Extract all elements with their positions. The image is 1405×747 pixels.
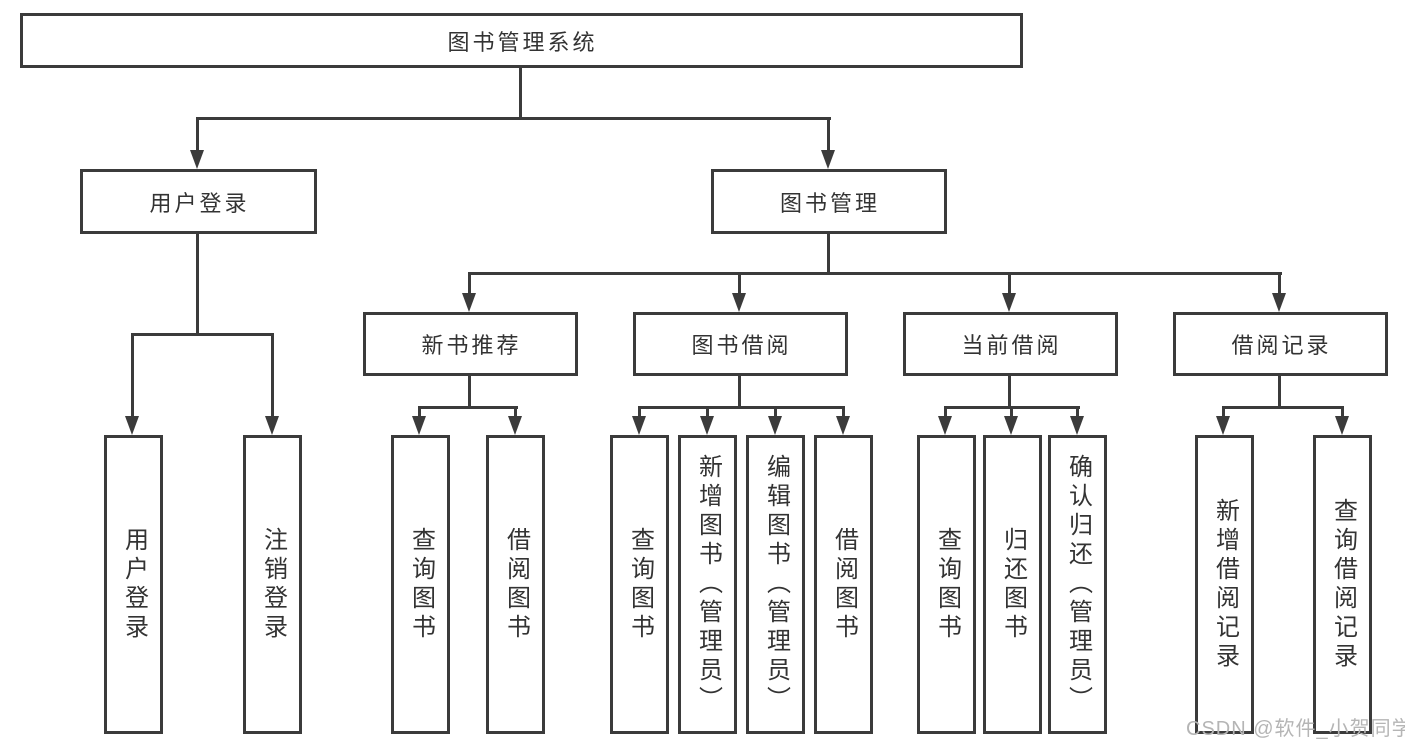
arrowhead-down bbox=[125, 416, 139, 435]
csdn-watermark: CSDN @软件_小贺同学 bbox=[1186, 718, 1405, 740]
node-label: 图书借阅 bbox=[691, 333, 792, 358]
connector-line bbox=[1278, 272, 1281, 294]
leaf-label: 查询图书 bbox=[626, 526, 654, 643]
leaf-return-book: 归还图书 bbox=[983, 435, 1042, 734]
node-current-borrow: 当前借阅 bbox=[903, 312, 1118, 376]
connector-line bbox=[1008, 376, 1011, 408]
arrowhead-down bbox=[768, 416, 782, 435]
arrowhead-down bbox=[1070, 416, 1084, 435]
node-label: 用户登录 bbox=[149, 190, 250, 216]
arrowhead-down bbox=[1216, 416, 1230, 435]
arrowhead-down bbox=[821, 150, 835, 169]
connector-line bbox=[131, 333, 274, 336]
leaf-edit-book-admin: 编辑图书（管理员） bbox=[746, 435, 805, 734]
arrowhead-down bbox=[732, 293, 746, 312]
leaf-current-query-books: 查询图书 bbox=[917, 435, 976, 734]
arrowhead-down bbox=[1002, 293, 1016, 312]
node-book-borrow: 图书借阅 bbox=[633, 312, 848, 376]
node-library-management-system: 图书管理系统 bbox=[20, 13, 1023, 68]
node-book-management: 图书管理 bbox=[711, 169, 947, 234]
arrowhead-down bbox=[265, 416, 279, 435]
node-new-book-recommend: 新书推荐 bbox=[363, 312, 578, 376]
leaf-confirm-return-admin: 确认归还（管理员） bbox=[1048, 435, 1107, 734]
connector-line bbox=[131, 333, 134, 416]
connector-line bbox=[638, 406, 845, 409]
leaf-recommend-borrow-books: 借阅图书 bbox=[486, 435, 545, 734]
leaf-add-book-admin: 新增图书（管理员） bbox=[678, 435, 737, 734]
connector-line bbox=[1076, 406, 1079, 417]
connector-line bbox=[774, 406, 777, 417]
connector-line bbox=[1341, 406, 1344, 417]
connector-line bbox=[842, 406, 845, 417]
leaf-label: 新增借阅记录 bbox=[1211, 497, 1239, 672]
leaf-query-borrow-record: 查询借阅记录 bbox=[1313, 435, 1372, 734]
leaf-user-login: 用户登录 bbox=[104, 435, 163, 734]
connector-line bbox=[944, 406, 947, 417]
connector-line bbox=[706, 406, 709, 417]
node-borrow-records: 借阅记录 bbox=[1173, 312, 1388, 376]
arrowhead-down bbox=[700, 416, 714, 435]
leaf-label: 借阅图书 bbox=[830, 526, 858, 643]
leaf-label: 查询借阅记录 bbox=[1329, 497, 1357, 672]
arrowhead-down bbox=[1004, 416, 1018, 435]
leaf-label: 编辑图书（管理员） bbox=[762, 454, 790, 715]
arrowhead-down bbox=[1335, 416, 1349, 435]
connector-line bbox=[196, 117, 199, 150]
connector-line bbox=[514, 406, 517, 417]
leaf-label: 注销登录 bbox=[259, 526, 287, 643]
connector-line bbox=[197, 117, 831, 120]
arrowhead-down bbox=[632, 416, 646, 435]
node-label: 图书管理系统 bbox=[447, 29, 598, 55]
arrowhead-down bbox=[190, 150, 204, 169]
connector-line bbox=[1222, 406, 1225, 417]
connector-line bbox=[827, 234, 830, 274]
leaf-label: 确认归还（管理员） bbox=[1064, 454, 1092, 715]
connector-line bbox=[468, 272, 471, 294]
connector-line bbox=[469, 272, 1282, 275]
connector-line bbox=[1222, 406, 1344, 409]
connector-line bbox=[418, 406, 421, 417]
node-label: 当前借阅 bbox=[961, 333, 1062, 358]
connector-line bbox=[1010, 406, 1013, 417]
connector-line bbox=[638, 406, 641, 417]
leaf-label: 查询图书 bbox=[933, 526, 961, 643]
leaf-borrow-query-books: 查询图书 bbox=[610, 435, 669, 734]
arrowhead-down bbox=[1272, 293, 1286, 312]
connector-line bbox=[738, 376, 741, 408]
arrowhead-down bbox=[938, 416, 952, 435]
connector-line bbox=[827, 117, 830, 150]
leaf-label: 归还图书 bbox=[999, 526, 1027, 643]
arrowhead-down bbox=[508, 416, 522, 435]
connector-line bbox=[196, 234, 199, 335]
leaf-label: 新增图书（管理员） bbox=[694, 454, 722, 715]
leaf-add-borrow-record: 新增借阅记录 bbox=[1195, 435, 1254, 734]
leaf-label: 借阅图书 bbox=[502, 526, 530, 643]
leaf-label: 查询图书 bbox=[407, 526, 435, 643]
connector-line bbox=[738, 272, 741, 294]
leaf-logout: 注销登录 bbox=[243, 435, 302, 734]
node-label: 图书管理 bbox=[779, 190, 880, 216]
connector-line bbox=[1008, 272, 1011, 294]
leaf-recommend-query-books: 查询图书 bbox=[391, 435, 450, 734]
arrowhead-down bbox=[412, 416, 426, 435]
connector-line bbox=[271, 333, 274, 416]
leaf-borrow-borrow-books: 借阅图书 bbox=[814, 435, 873, 734]
node-label: 新书推荐 bbox=[421, 333, 522, 358]
leaf-label: 用户登录 bbox=[120, 526, 148, 643]
node-user-login: 用户登录 bbox=[80, 169, 317, 234]
arrowhead-down bbox=[836, 416, 850, 435]
node-label: 借阅记录 bbox=[1231, 333, 1332, 358]
connector-line bbox=[418, 406, 518, 409]
arrowhead-down bbox=[462, 293, 476, 312]
connector-line bbox=[519, 68, 522, 120]
connector-line bbox=[1278, 376, 1281, 408]
connector-line bbox=[468, 376, 471, 408]
